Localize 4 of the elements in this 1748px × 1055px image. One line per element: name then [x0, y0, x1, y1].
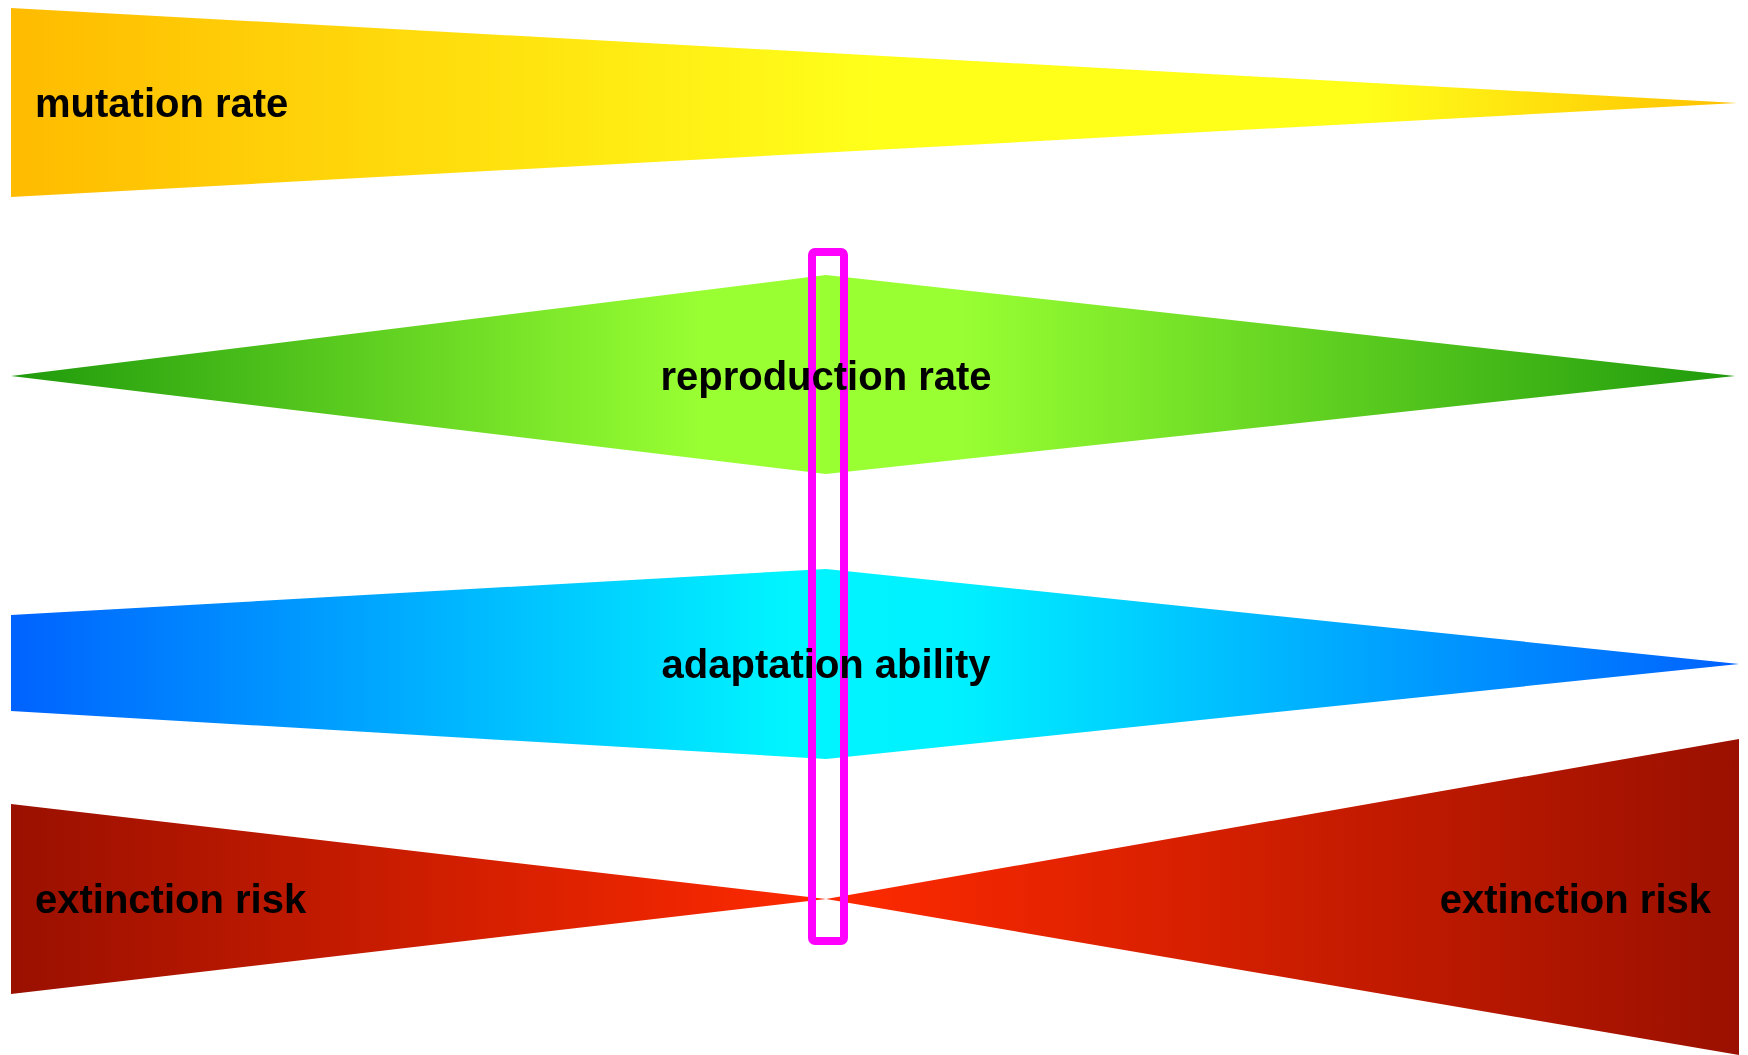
shape-label: mutation rate	[35, 80, 289, 126]
tapered-bar	[826, 739, 1739, 1055]
shape-label: extinction risk	[35, 876, 307, 922]
shape-label: extinction risk	[1439, 876, 1711, 922]
